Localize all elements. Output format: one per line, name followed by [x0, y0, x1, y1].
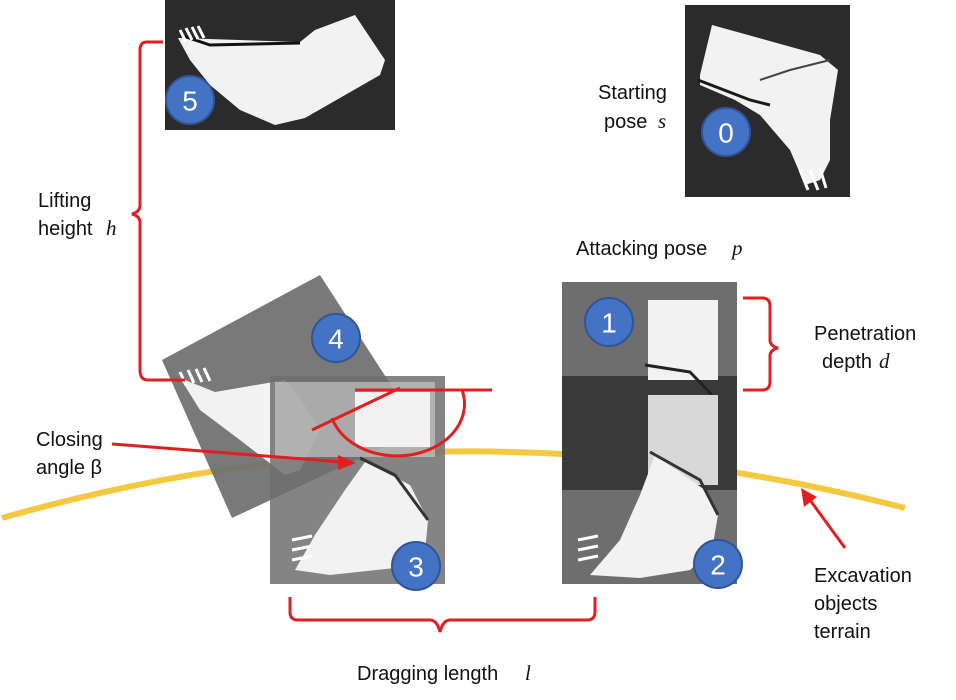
step-badge-1 — [584, 297, 634, 347]
terrain-label-line2: objects — [814, 593, 877, 615]
closing-angle-label-line2: angle β — [36, 457, 102, 479]
terrain-curve — [1, 448, 906, 521]
penetration-depth-label-line2: depth — [822, 351, 872, 373]
dragging-length-bracket — [288, 597, 597, 633]
step-number-1: 1 — [601, 308, 617, 339]
penetration-depth-bracket — [743, 296, 779, 392]
closing-angle-label-line1: Closing — [36, 429, 103, 451]
step-number-4: 4 — [328, 324, 344, 355]
lifting-height-symbol: h — [106, 216, 117, 240]
pose-1-2-panel: 1 2 — [562, 282, 743, 589]
penetration-depth-symbol: d — [879, 349, 890, 373]
step-badge-3 — [391, 541, 441, 591]
starting-pose-label-line2: pose — [604, 111, 647, 133]
terrain-label-line1: Excavation — [814, 565, 912, 587]
lifting-height-label-line1: Lifting — [38, 190, 91, 212]
step-number-2: 2 — [710, 550, 726, 581]
step-number-0: 0 — [718, 118, 734, 149]
pose-0-panel: 0 — [685, 5, 850, 197]
step-number-3: 3 — [408, 552, 424, 583]
lifting-height-bracket — [131, 40, 185, 382]
pose-5-panel: 5 — [165, 0, 395, 130]
closing-angle-marker — [311, 386, 492, 458]
terrain-arrow — [808, 499, 847, 549]
starting-pose-label-line1: Starting — [598, 82, 667, 104]
dragging-length-symbol: l — [525, 661, 531, 685]
attacking-pose-label: Attacking pose — [576, 238, 707, 260]
step-badge-4 — [311, 313, 361, 363]
closing-angle-arrow — [111, 442, 343, 464]
step-badge-0 — [701, 107, 751, 157]
step-badge-5 — [165, 75, 215, 125]
terrain-label-line3: terrain — [814, 621, 871, 643]
step-number-5: 5 — [182, 86, 198, 117]
step-badge-2 — [693, 539, 743, 589]
starting-pose-symbol: s — [658, 109, 666, 133]
pose-3-panel: 3 — [270, 376, 445, 591]
dragging-length-label: Dragging length — [357, 663, 498, 685]
penetration-depth-label-line1: Penetration — [814, 323, 916, 345]
lifting-height-label-line2: height — [38, 218, 93, 240]
attacking-pose-symbol: p — [730, 236, 743, 260]
